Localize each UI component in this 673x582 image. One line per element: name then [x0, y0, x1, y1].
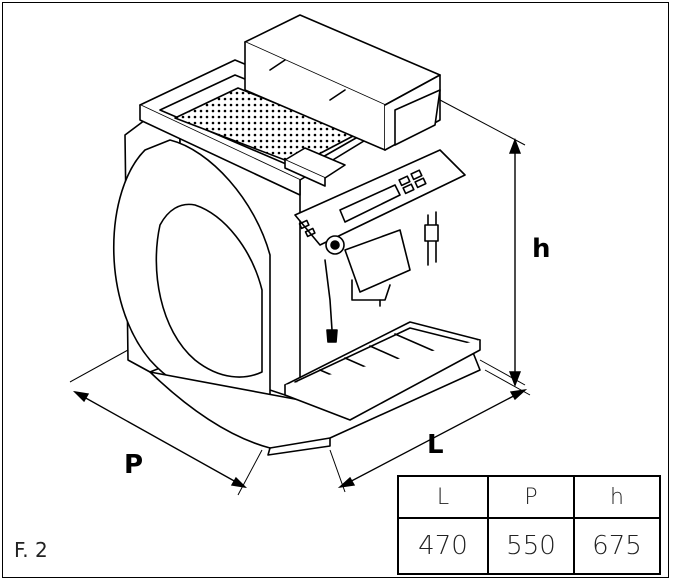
dimension-lines	[69, 99, 531, 496]
header-cell-length: L	[397, 475, 489, 519]
dimensions-table: L P h 470 550 675	[397, 475, 661, 575]
length-arrow-end	[509, 388, 528, 401]
length-arrow-start	[337, 476, 356, 489]
header-cell-depth: P	[487, 475, 575, 519]
depth-label: P	[124, 450, 144, 480]
depth-arrow-end	[230, 476, 248, 489]
figure-label: F. 2	[14, 538, 48, 562]
value-cell-depth: 550	[487, 517, 575, 575]
height-arrow-bottom	[508, 371, 522, 387]
height-label: h	[532, 234, 551, 264]
length-label: L	[427, 430, 444, 460]
drip-tray	[284, 321, 481, 421]
table-value-row: 470 550 675	[397, 517, 661, 575]
value-cell-length: 470	[397, 517, 489, 575]
control-panel	[294, 149, 466, 246]
water-tank	[244, 14, 441, 151]
length-dimension-line	[339, 389, 526, 488]
height-arrow-top	[508, 138, 522, 154]
table-header-row: L P h	[397, 475, 661, 519]
depth-arrow-start	[72, 390, 90, 403]
header-cell-height: h	[573, 475, 661, 519]
top-tray	[139, 59, 391, 196]
depth-dimension-line	[74, 391, 246, 488]
brew-unit	[324, 211, 439, 343]
value-cell-height: 675	[573, 517, 661, 575]
